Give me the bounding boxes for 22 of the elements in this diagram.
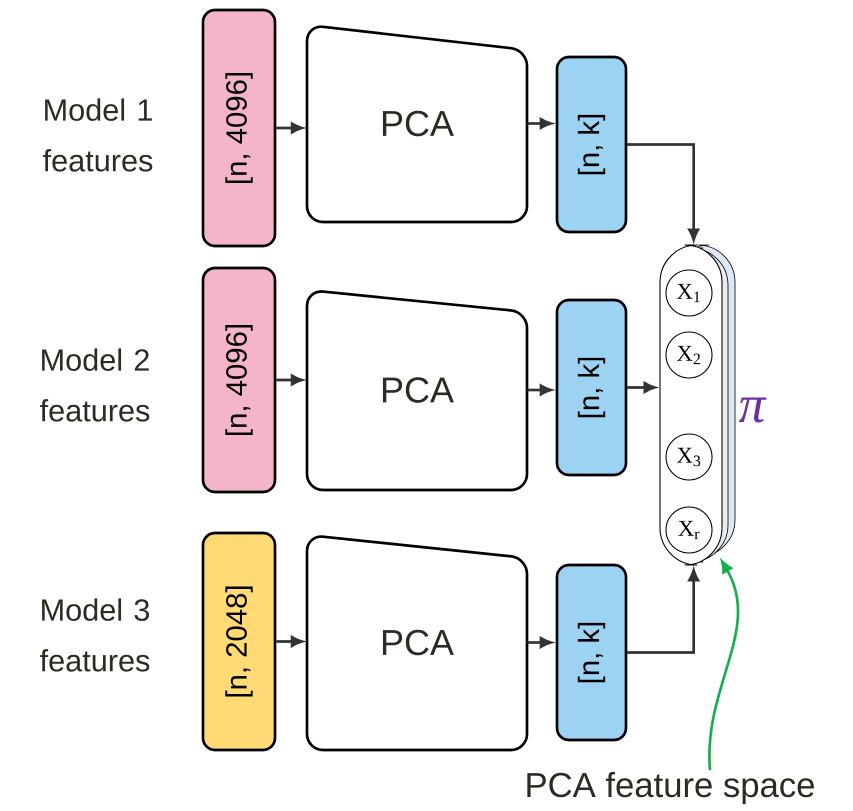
dimension-box: [n, k]: [556, 298, 628, 476]
caption-text: PCA feature space: [527, 772, 814, 804]
dimension-box: [n, 2048]: [202, 532, 276, 752]
pca-trapezoid: PCA: [306, 290, 528, 492]
pi-symbol: π: [738, 398, 767, 422]
arrow: [276, 374, 304, 386]
model-label: Model 1 features: [43, 98, 152, 172]
feature-column: [659, 244, 736, 566]
pca-trapezoid: PCA: [306, 535, 528, 752]
dimension-box: [n, k]: [556, 56, 628, 234]
dimension-box: [n, 4096]: [202, 266, 276, 494]
arrow: [708, 560, 740, 770]
arrow: [527, 384, 552, 396]
arrow: [276, 122, 304, 134]
arrow: [276, 636, 304, 648]
pca-trapezoid: PCA: [306, 25, 528, 224]
arrow: [527, 636, 552, 648]
dimension-box: [n, k]: [556, 564, 628, 742]
arrow: [527, 118, 552, 130]
model-label: Model 3 features: [40, 598, 150, 672]
model-label: Model 2 features: [40, 348, 150, 422]
dimension-box: [n, 4096]: [202, 8, 276, 248]
